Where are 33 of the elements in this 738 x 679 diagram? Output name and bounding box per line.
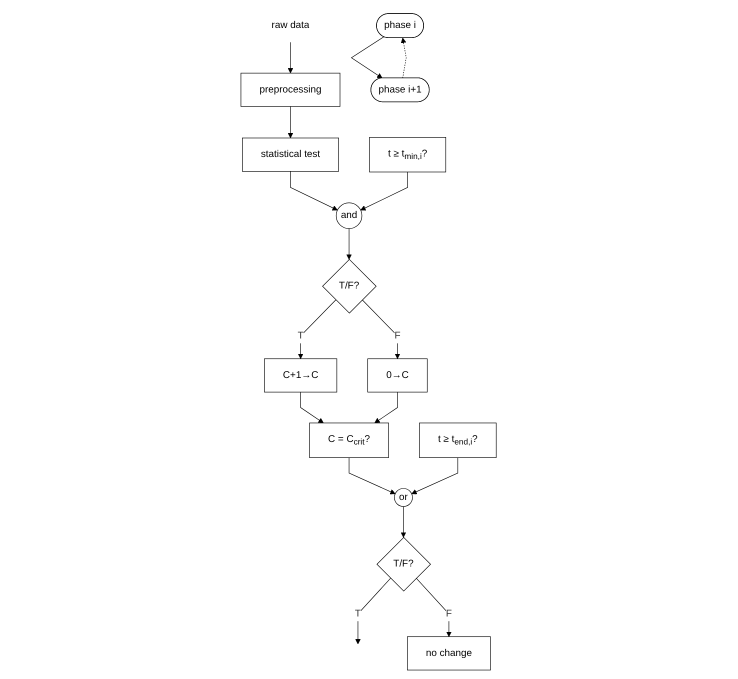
arrow bbox=[298, 300, 337, 360]
arrow bbox=[401, 506, 407, 538]
node-box: C = C$_{crit}$? bbox=[310, 422, 390, 458]
node-box: t ≥ t$_{end,i}$? bbox=[420, 422, 497, 458]
arrow bbox=[346, 228, 352, 260]
node-diamond: T/F? bbox=[322, 259, 378, 314]
node-circle: and bbox=[336, 202, 363, 229]
arrow bbox=[288, 106, 294, 138]
arrow bbox=[362, 300, 401, 360]
node-box: statistical test bbox=[242, 138, 340, 172]
arrow bbox=[300, 392, 324, 424]
node-diamond: T/F? bbox=[376, 536, 432, 592]
arrow bbox=[356, 578, 392, 644]
node-box: 0→C bbox=[368, 358, 428, 392]
arrow bbox=[351, 36, 385, 78]
arrow bbox=[349, 457, 396, 494]
edge-label: T bbox=[298, 330, 304, 341]
edge-label: F bbox=[394, 330, 401, 341]
node-box: preprocessing bbox=[241, 72, 341, 107]
arrow bbox=[416, 578, 452, 637]
arrow bbox=[290, 171, 338, 210]
node-text: raw data bbox=[272, 20, 310, 31]
arrow bbox=[360, 172, 408, 210]
arrow bbox=[288, 42, 294, 74]
arrow bbox=[412, 457, 459, 494]
node-box: t ≥ t$_{min,i}$? bbox=[370, 137, 447, 172]
edge-label: F bbox=[446, 608, 452, 619]
arrow bbox=[401, 38, 407, 78]
node-circle: or bbox=[394, 488, 414, 507]
node-box: no change bbox=[407, 636, 492, 670]
edge-label: T bbox=[355, 608, 362, 619]
arrow bbox=[374, 392, 398, 424]
node-box: C+1→C bbox=[264, 358, 338, 392]
